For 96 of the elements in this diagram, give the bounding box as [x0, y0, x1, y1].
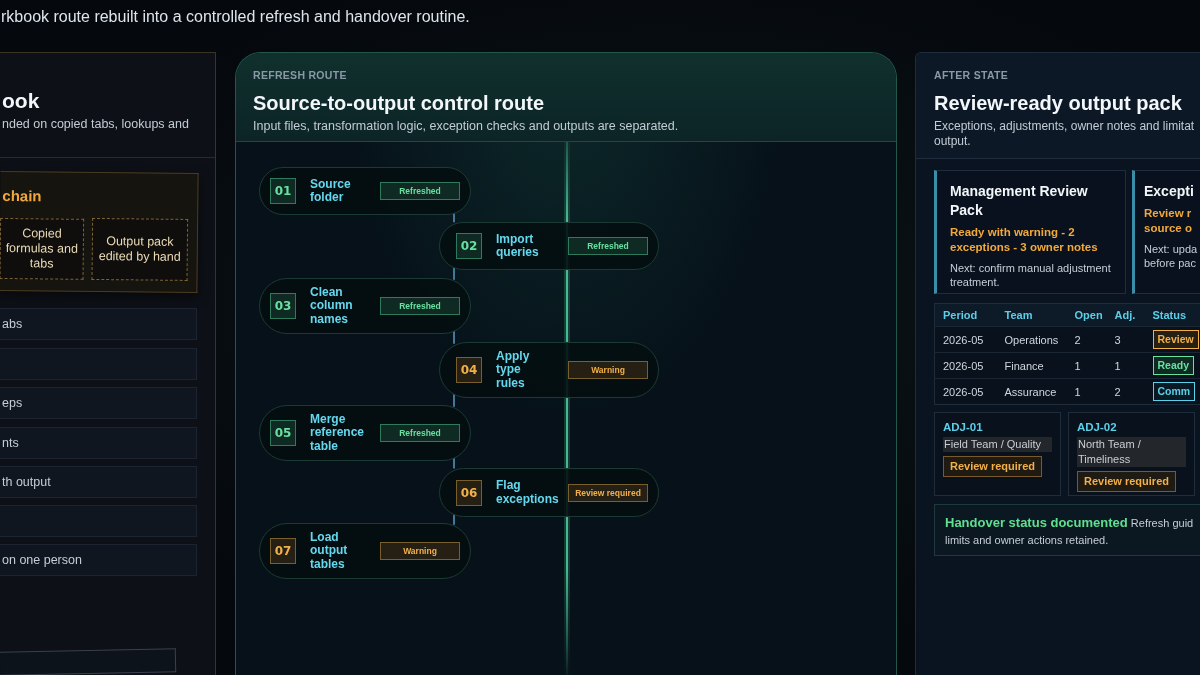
table-cell: 1 [1066, 378, 1107, 405]
eyebrow-label: AFTER STATE [934, 69, 1009, 82]
eyebrow-label: REFRESH ROUTE [253, 69, 347, 82]
route-line [453, 266, 455, 281]
adjustment-card [1068, 412, 1195, 496]
table-cell: 2 [1066, 326, 1107, 353]
status-badge: Refreshed [380, 424, 460, 442]
status-badge: Warning [568, 361, 648, 379]
step-title: Load output tables [310, 530, 349, 572]
list-row [0, 348, 197, 380]
step-pill [439, 222, 659, 270]
list-row [0, 505, 197, 537]
route-line [453, 513, 455, 526]
chain-card [0, 170, 199, 294]
step-title: Apply type rules [496, 349, 531, 391]
table-cell: 2 [1106, 378, 1145, 405]
card-id: ADJ-01 [943, 420, 983, 434]
status-text: Ready with warning - 2 exceptions - 3 owner notes [950, 225, 1099, 255]
status-text: Review r source o [1144, 206, 1193, 236]
route-line [453, 456, 455, 470]
list-row: eps [0, 387, 197, 419]
summary-card [934, 170, 1126, 294]
step-pill [259, 523, 471, 579]
step-title: Merge reference table [310, 412, 366, 454]
step-number: 05 [270, 420, 296, 446]
step-pill [259, 278, 471, 334]
panel [915, 52, 1200, 675]
route-line [453, 211, 455, 224]
next-step-text: Next: confirm manual adjustment treatment. [950, 261, 1112, 289]
list-row: th output [0, 466, 197, 498]
step-number: 02 [456, 233, 482, 259]
status-badge: Review required [568, 483, 648, 502]
dashed-step-box: Output pack edited by hand [91, 217, 189, 281]
panel-heading: Source-to-output control route [253, 91, 545, 115]
handover-note [934, 504, 1200, 556]
table-cell: Assurance [996, 378, 1067, 405]
list-row: nts [0, 427, 197, 459]
list-row: on one person [0, 544, 197, 576]
column-header: Adj. [1106, 303, 1145, 327]
summary-card [1132, 170, 1200, 294]
table-cell: 1 [1106, 352, 1145, 379]
status-badge: Refreshed [380, 182, 460, 200]
next-step-text: Next: upda before pac [1144, 242, 1199, 270]
panel-description: Input files, transformation logic, exception checks and outputs are separated. [253, 119, 679, 134]
panel [235, 52, 897, 675]
step-pill [439, 342, 659, 398]
panel-description: Exceptions, adjustments, owner notes and limitat output. [934, 119, 1196, 149]
table-cell: 1 [1066, 352, 1107, 379]
panel-heading: ook [2, 89, 40, 113]
column-header: Open [1066, 303, 1107, 327]
status-badge: Review required [1077, 471, 1176, 492]
status-badge: Warning [380, 542, 460, 560]
step-pill [439, 468, 659, 517]
step-title: Import queries [496, 232, 540, 260]
team-tag: Field Team / Quality [943, 437, 1052, 452]
step-title: Clean column names [310, 285, 354, 327]
table-cell: 2026-05 [934, 378, 997, 405]
table-cell: Finance [996, 352, 1067, 379]
table-cell: 2026-05 [934, 352, 997, 379]
step-number: 06 [456, 479, 482, 506]
status-badge: Refreshed [380, 297, 460, 315]
column-header: Team [996, 303, 1067, 327]
status-badge: Review required [943, 456, 1042, 477]
step-title: Flag exceptions [496, 479, 560, 506]
step-pill [259, 405, 471, 461]
adjustment-card [934, 412, 1061, 496]
panel-description: nded on copied tabs, lookups and [2, 117, 189, 132]
table-cell: 3 [1106, 326, 1145, 353]
column-header: Period [934, 303, 997, 327]
route-line [453, 329, 455, 345]
status-badge: Comm [1152, 382, 1196, 401]
card-heading: Management Review Pack [950, 182, 1089, 220]
step-number: 07 [270, 538, 296, 564]
panel [0, 52, 216, 675]
card-heading: chain [2, 187, 42, 206]
status-badge: Refreshed [568, 237, 648, 255]
tilted-card [0, 648, 177, 675]
table-cell: 2026-05 [934, 326, 997, 353]
panel-heading: Review-ready output pack [934, 91, 1182, 115]
status-badge: Review [1152, 330, 1199, 349]
step-number: 03 [270, 293, 296, 319]
dashed-step-box: Copied formulas and tabs [0, 217, 85, 280]
step-pill [259, 167, 471, 215]
step-number: 04 [456, 357, 482, 383]
handover-text: Handover status documented Refresh guid limits and owner actions retained. [945, 514, 1195, 548]
list-row: abs [0, 308, 197, 340]
step-title: Source folder [310, 177, 352, 205]
status-badge: Ready [1152, 356, 1194, 375]
intro-text: rkbook route rebuilt into a controlled refresh and handover routine. [1, 7, 470, 27]
card-id: ADJ-02 [1077, 420, 1117, 434]
card-heading: Excepti [1144, 182, 1194, 201]
table-cell: Operations [996, 326, 1067, 353]
team-tag: North Team / Timeliness [1077, 437, 1186, 467]
step-number: 01 [270, 178, 296, 204]
route-line [453, 393, 455, 408]
column-header: Status [1144, 303, 1200, 327]
